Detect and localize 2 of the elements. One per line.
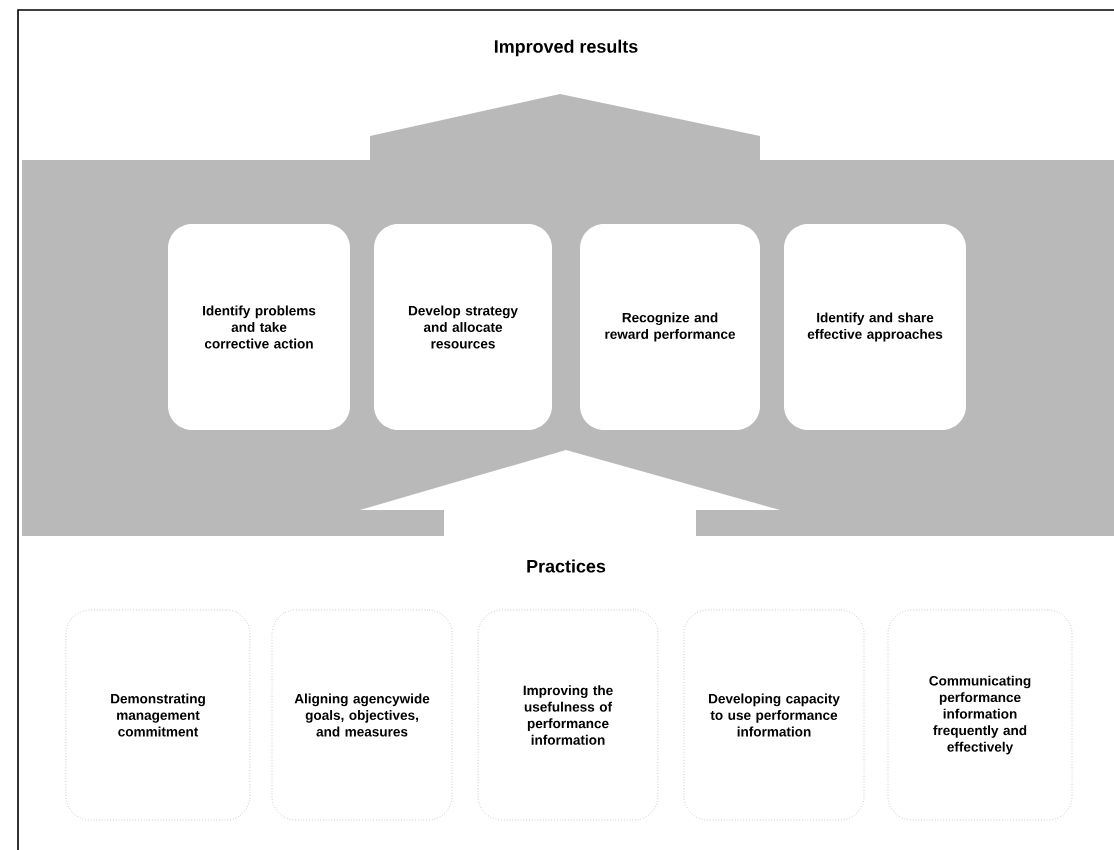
section-heading: Practices: [527, 559, 606, 573]
title: Improved results: [494, 39, 638, 57]
